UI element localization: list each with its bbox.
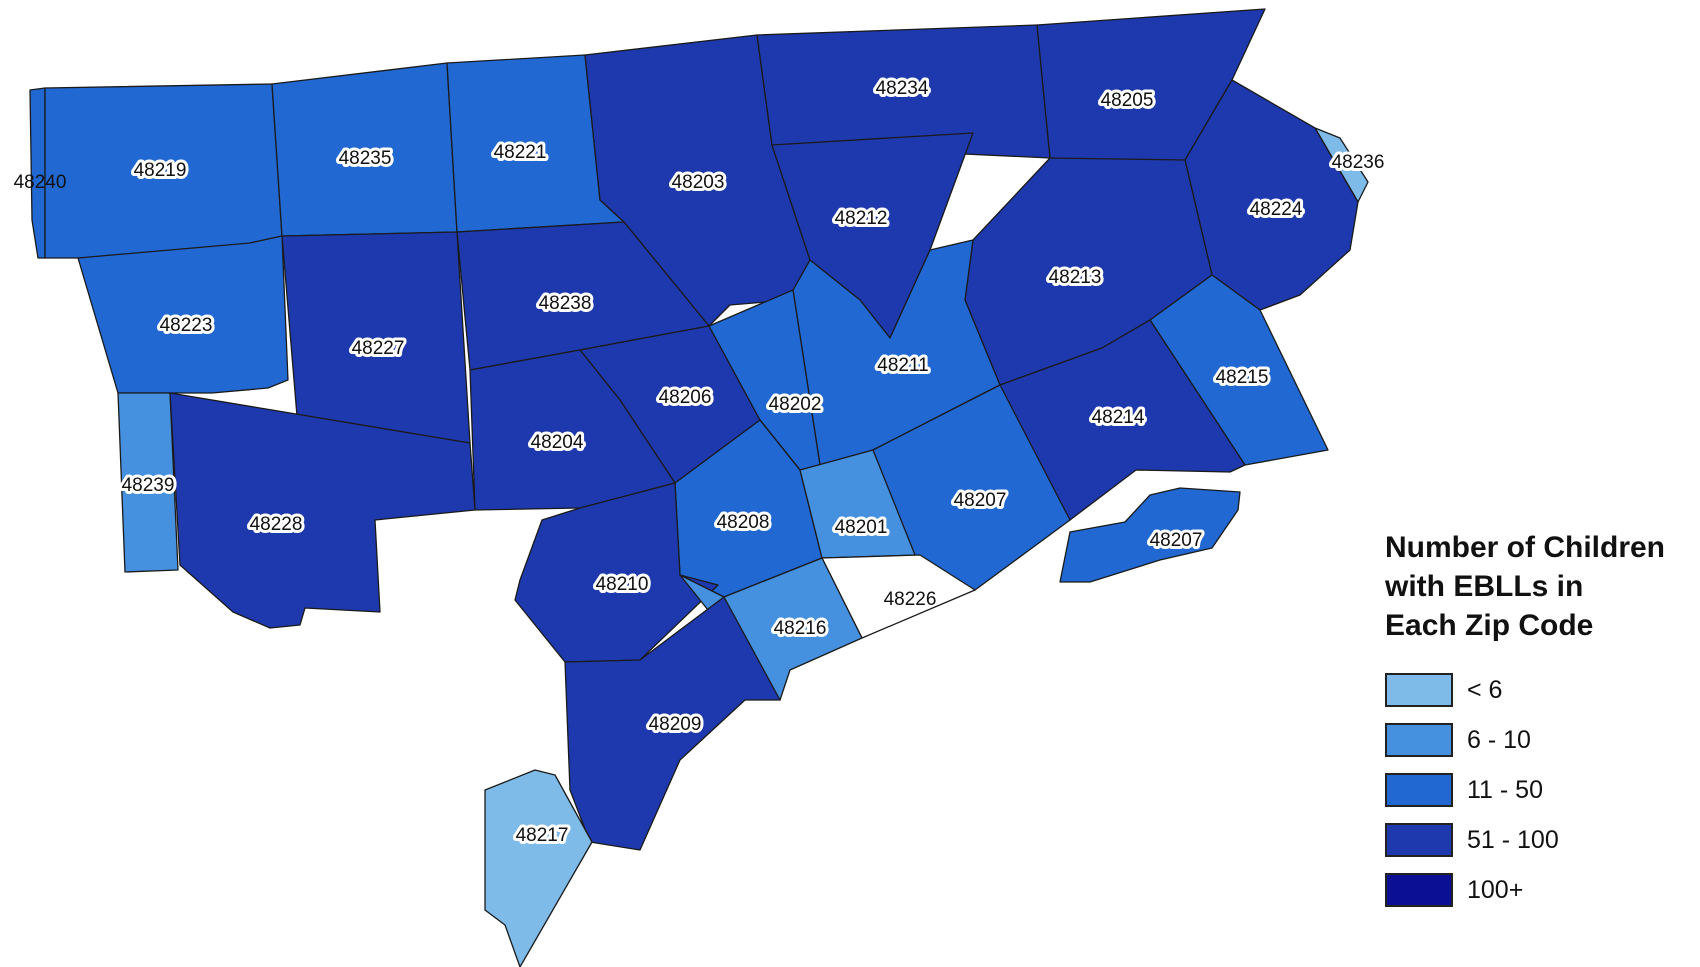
zip-label-48217: 48217 xyxy=(516,825,569,846)
zip-label-48215: 48215 xyxy=(1216,367,1269,388)
zip-label-48207: 48207 xyxy=(954,490,1007,511)
map-legend: Number of Children with EBLLs in Each Zi… xyxy=(1385,528,1695,915)
legend-items: < 6 6 - 10 11 - 50 51 - 100 100+ xyxy=(1385,665,1695,915)
legend-label: 51 - 100 xyxy=(1467,825,1559,854)
legend-label: 6 - 10 xyxy=(1467,725,1531,754)
zip-label-48216: 48216 xyxy=(774,618,827,639)
zip-zone-48209[interactable] xyxy=(564,596,781,851)
zip-zone-48217[interactable] xyxy=(484,769,593,967)
zip-label-48240: 48240 xyxy=(14,172,67,193)
legend-item: < 6 xyxy=(1385,665,1695,715)
zip-label-48214: 48214 xyxy=(1092,407,1145,428)
zip-label-48204: 48204 xyxy=(531,432,584,453)
zip-label-48223: 48223 xyxy=(160,315,213,336)
zip-label-48207: 48207 xyxy=(1150,530,1203,551)
zip-zone-48240[interactable] xyxy=(29,87,46,259)
zip-label-48227: 48227 xyxy=(352,338,405,359)
zip-label-48209: 48209 xyxy=(649,714,702,735)
zip-label-48234: 48234 xyxy=(876,78,929,99)
zip-label-48205: 48205 xyxy=(1101,90,1154,111)
zip-label-48238: 48238 xyxy=(539,293,592,314)
legend-label: 11 - 50 xyxy=(1467,775,1543,804)
zip-label-48206: 48206 xyxy=(659,387,712,408)
zip-label-48239: 48239 xyxy=(122,475,175,496)
zip-label-48235: 48235 xyxy=(339,148,392,169)
legend-item: 11 - 50 xyxy=(1385,765,1695,815)
legend-label: 100+ xyxy=(1467,875,1524,904)
legend-title: Number of Children with EBLLs in Each Zi… xyxy=(1385,531,1666,642)
legend-swatch xyxy=(1385,723,1453,757)
legend-item: 100+ xyxy=(1385,865,1695,915)
zip-zone-layer xyxy=(29,8,1369,967)
zip-label-48201: 48201 xyxy=(835,517,888,538)
legend-item: 6 - 10 xyxy=(1385,715,1695,765)
zip-label-48211: 48211 xyxy=(877,355,928,376)
zip-label-48219: 48219 xyxy=(134,160,187,181)
legend-swatch xyxy=(1385,673,1453,707)
zip-zone-48228[interactable] xyxy=(169,392,476,629)
zip-zone-48207[interactable] xyxy=(1059,487,1241,583)
zip-label-layer: 48240 48219 48235 48221 48203 48234 48205 48236… xyxy=(14,75,1388,849)
zip-label-48213: 48213 xyxy=(1049,267,1102,288)
zip-label-48221: 48221 xyxy=(494,142,547,163)
zip-label-48212: 48212 xyxy=(835,208,888,229)
zip-zone-48210[interactable] xyxy=(514,482,719,663)
zip-label-48226: 48226 xyxy=(884,589,937,610)
legend-swatch xyxy=(1385,773,1453,807)
zip-label-48224: 48224 xyxy=(1250,199,1303,220)
legend-swatch xyxy=(1385,873,1453,907)
zip-label-48203: 48203 xyxy=(672,172,725,193)
zip-label-48202: 48202 xyxy=(769,394,822,415)
zip-label-48236: 48236 xyxy=(1332,152,1385,173)
legend-label: < 6 xyxy=(1467,675,1503,704)
zip-label-48228: 48228 xyxy=(250,514,303,535)
zip-label-48208: 48208 xyxy=(717,512,770,533)
zip-zone-48239[interactable] xyxy=(117,392,179,573)
zip-label-48210: 48210 xyxy=(596,574,649,595)
legend-swatch xyxy=(1385,823,1453,857)
legend-item: 51 - 100 xyxy=(1385,815,1695,865)
